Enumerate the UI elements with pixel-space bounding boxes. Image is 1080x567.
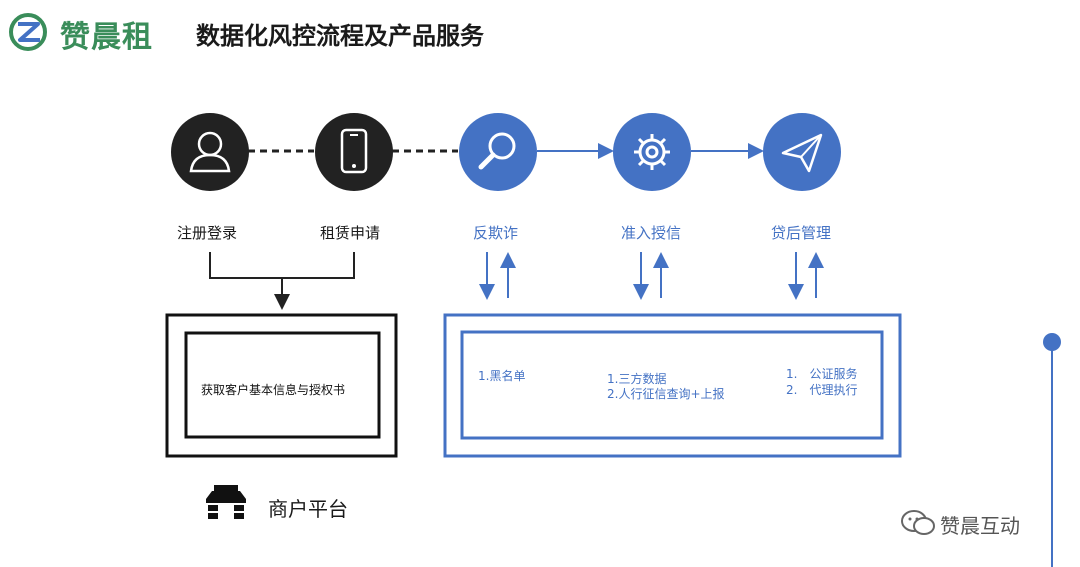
step-label-credit: 准入授信 xyxy=(621,224,682,242)
step-label-postloan: 贷后管理 xyxy=(771,224,832,242)
service-outer-box xyxy=(443,313,902,458)
service-col1-item: 1.黑名单 xyxy=(478,369,526,383)
user-icon xyxy=(189,131,231,173)
phone-icon xyxy=(340,128,368,174)
service-inner-box xyxy=(460,330,884,440)
wechat-icon xyxy=(901,510,935,535)
service-col3-item-2: 2. 代理执行 xyxy=(786,383,858,397)
service-col2-item-1: 1.三方数据 xyxy=(607,372,667,386)
step-circle-postloan xyxy=(763,113,841,191)
merge-bracket xyxy=(209,252,355,279)
step-circle-antifraud xyxy=(459,113,537,191)
store-icon xyxy=(206,485,246,519)
merchant-outer-box xyxy=(165,313,398,458)
timeline-dot xyxy=(1043,333,1061,351)
brand-name: 赞晨租 xyxy=(60,20,153,55)
logo-icon xyxy=(9,13,47,51)
step-label-register: 注册登录 xyxy=(177,224,238,242)
merchant-box-text: 获取客户基本信息与授权书 xyxy=(201,383,346,397)
merchant-inner-box xyxy=(184,331,381,439)
step-label-antifraud: 反欺诈 xyxy=(473,224,519,242)
watermark-text: 赞晨互动 xyxy=(940,514,1020,538)
step-circle-apply xyxy=(315,113,393,191)
merchant-platform-label: 商户平台 xyxy=(268,497,348,521)
gear-icon xyxy=(634,134,670,170)
paper-plane-icon xyxy=(781,133,823,173)
step-circle-credit xyxy=(613,113,691,191)
page-title: 数据化风控流程及产品服务 xyxy=(196,22,484,50)
search-icon xyxy=(478,132,516,170)
service-col3-item-1: 1. 公证服务 xyxy=(786,367,858,381)
step-circle-register xyxy=(171,113,249,191)
service-col2-item-2: 2.人行征信查询+上报 xyxy=(607,387,725,401)
step-label-apply: 租赁申请 xyxy=(320,224,381,242)
